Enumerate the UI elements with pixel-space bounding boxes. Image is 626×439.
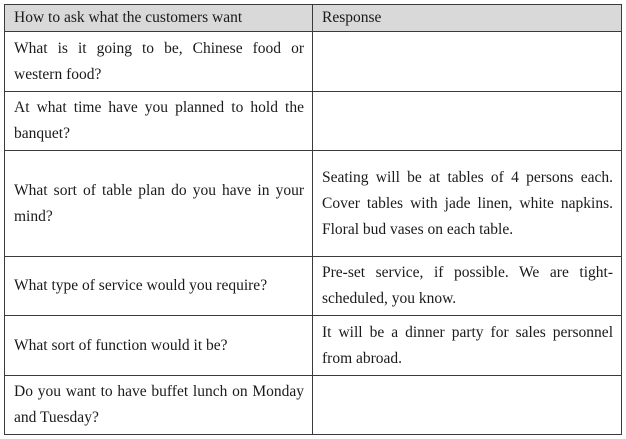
response-cell: Pre-set service, if possible. We are tig… xyxy=(312,256,622,316)
question-cell: At what time have you planned to hold th… xyxy=(4,91,313,151)
question-cell: What sort of table plan do you have in y… xyxy=(4,150,313,257)
question-cell: What is it going to be, Chinese food or … xyxy=(4,31,313,92)
header-question: How to ask what the customers want xyxy=(4,4,313,32)
table-row: What is it going to be, Chinese food or … xyxy=(4,31,622,92)
question-cell: Do you want to have buffet lunch on Mond… xyxy=(4,375,313,435)
table-row: What sort of function would it be? It wi… xyxy=(4,315,622,376)
table-row: At what time have you planned to hold th… xyxy=(4,91,622,151)
response-cell: It will be a dinner party for sales pers… xyxy=(312,315,622,376)
question-cell: What sort of function would it be? xyxy=(4,315,313,376)
customer-questions-table: How to ask what the customers want Respo… xyxy=(4,4,622,435)
question-cell: What type of service would you require? xyxy=(4,256,313,316)
response-cell: Seating will be at tables of 4 persons e… xyxy=(312,150,622,257)
response-cell xyxy=(312,91,622,151)
table-row: What sort of table plan do you have in y… xyxy=(4,150,622,257)
table-header-row: How to ask what the customers want Respo… xyxy=(4,4,622,32)
response-cell xyxy=(312,31,622,92)
header-response: Response xyxy=(312,4,622,32)
table-row: What type of service would you require? … xyxy=(4,256,622,316)
table-row: Do you want to have buffet lunch on Mond… xyxy=(4,375,622,435)
response-cell xyxy=(312,375,622,435)
